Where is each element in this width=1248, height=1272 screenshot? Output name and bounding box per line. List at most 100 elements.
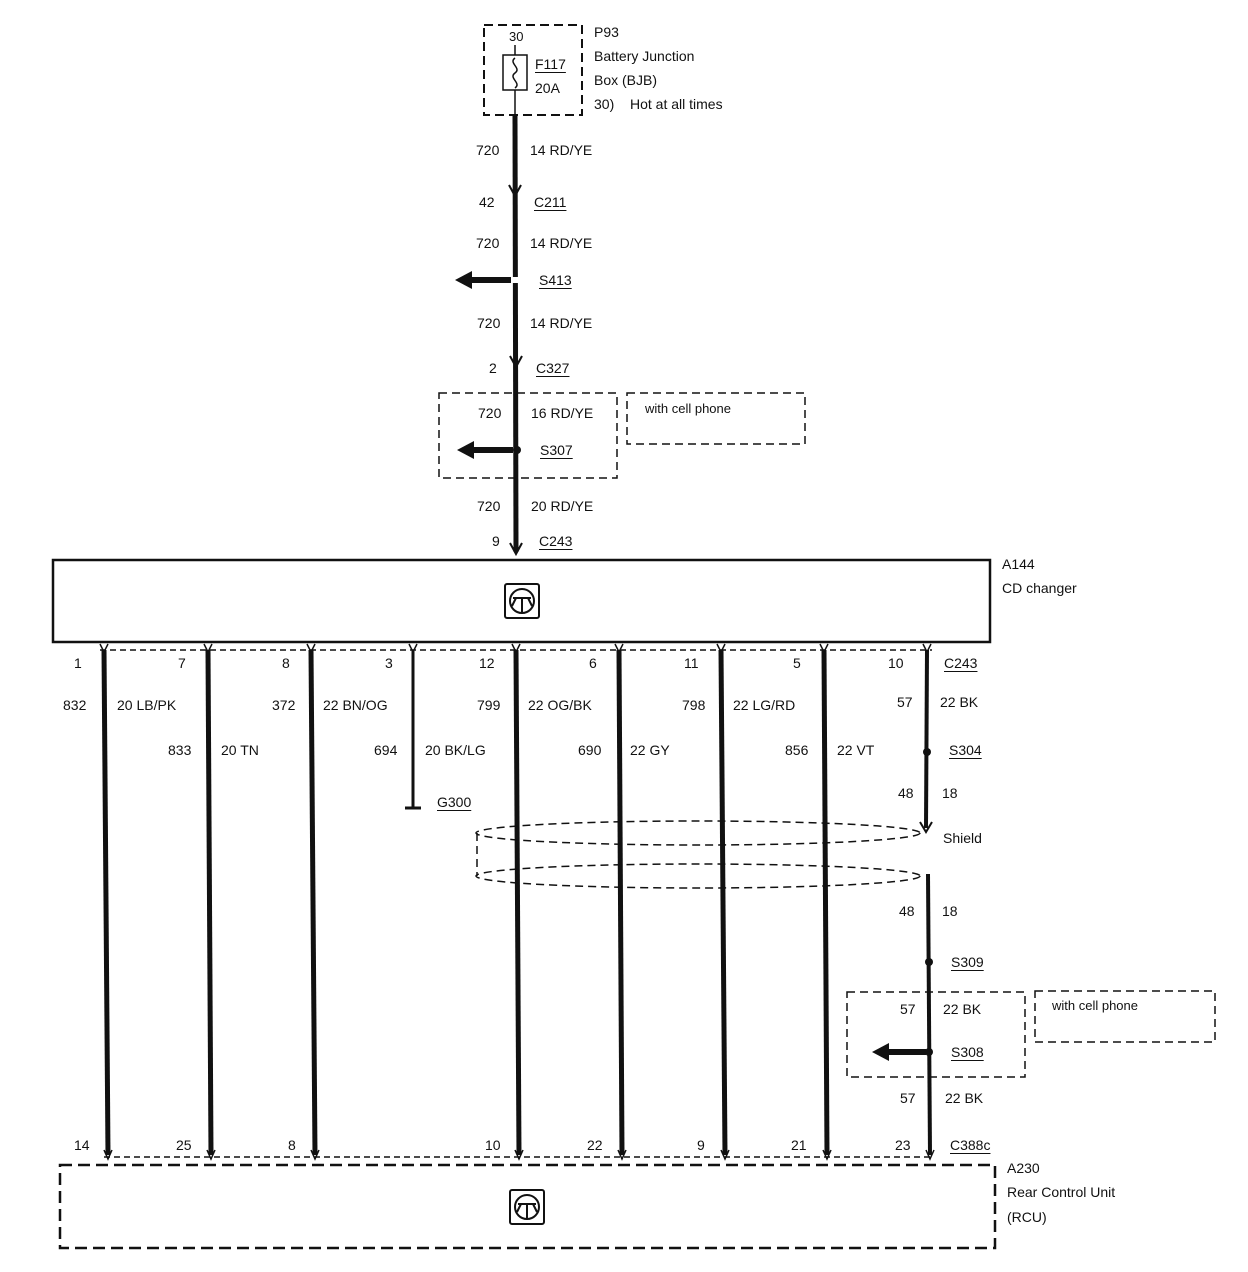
splice-s304-dot xyxy=(923,748,931,756)
connector-c388c-label: C388c xyxy=(950,1137,991,1153)
connector-c388c-pin-marks xyxy=(103,1149,935,1161)
ground-g300-label: G300 xyxy=(437,794,472,810)
wire-48-drain xyxy=(926,873,932,1156)
splice-s308-branch-arrow xyxy=(872,1043,926,1061)
battery-junction-box-outline xyxy=(483,24,583,116)
c243-pin: 12 xyxy=(479,655,495,671)
cell-phone-option-box-s308 xyxy=(846,991,1026,1078)
fuse-pin-label: 30 xyxy=(509,29,524,44)
feed-seg5-circuit: 720 xyxy=(477,498,501,514)
rcu-branch-seg1-circuit: 57 xyxy=(900,1001,916,1017)
splice-s413-branch-arrow xyxy=(455,271,521,289)
connector-c243-top-label: C243 xyxy=(539,533,573,549)
wire-circuit-label: 694 xyxy=(374,742,398,758)
wire-circuit-label: 799 xyxy=(477,697,501,713)
wire-832 xyxy=(101,649,111,1156)
shield-entry-arrow xyxy=(919,821,933,834)
shield-bottom-circuit: 48 xyxy=(899,903,915,919)
wire-circuit-label: 833 xyxy=(168,742,192,758)
c243-pin: 7 xyxy=(178,655,186,671)
wire-circuit-label: 57 xyxy=(897,694,913,710)
rcu-branch-seg2-circuit: 57 xyxy=(900,1090,916,1106)
wire-856 xyxy=(821,649,830,1156)
fuse-id-label: F117 xyxy=(535,56,566,72)
wire-gauge-color-label: 22 OG/BK xyxy=(528,697,592,713)
rcu-branch-seg1-wire: 22 BK xyxy=(943,1001,982,1017)
wire-799 xyxy=(513,649,522,1156)
feed-seg1-circuit: 720 xyxy=(476,142,500,158)
wire-circuit-label: 832 xyxy=(63,697,87,713)
wire-gauge-color-label: 20 LB/PK xyxy=(117,697,177,713)
c388c-pin: 23 xyxy=(895,1137,911,1153)
c388c-pin: 22 xyxy=(587,1137,603,1153)
wire-833 xyxy=(205,649,214,1156)
connector-c243-top-pin: 9 xyxy=(492,533,500,549)
module-icon xyxy=(509,1189,545,1225)
c243-pin: 10 xyxy=(888,655,904,671)
rcu-name-line2: (RCU) xyxy=(1007,1209,1047,1225)
wire-circuit-label: 798 xyxy=(682,697,706,713)
cell-phone-note-top: with cell phone xyxy=(645,401,731,416)
connector-c211-arrow xyxy=(508,184,522,199)
cell-phone-note-bottom: with cell phone xyxy=(1052,998,1138,1013)
cell-phone-note-box-top xyxy=(626,392,806,445)
wire-690 xyxy=(616,649,625,1156)
feed-wire xyxy=(512,114,519,553)
wire-gauge-color-label: 20 BK/LG xyxy=(425,742,486,758)
connector-c327-arrow xyxy=(509,355,523,370)
connector-c327-pin: 2 xyxy=(489,360,497,376)
wire-circuit-label: 372 xyxy=(272,697,296,713)
shield-top-wire: 18 xyxy=(942,785,958,801)
bjb-note: Hot at all times xyxy=(630,96,723,112)
splice-s413-label: S413 xyxy=(539,272,572,288)
wire-gauge-color-label: 22 BK xyxy=(940,694,979,710)
bjb-name-line2: Box (BJB) xyxy=(594,72,658,88)
splice-s304-label: S304 xyxy=(949,742,982,758)
module-icon xyxy=(504,583,540,619)
wire-gauge-color-label: 22 LG/RD xyxy=(733,697,796,713)
feed-seg2-circuit: 720 xyxy=(476,235,500,251)
wire-circuit-label: 690 xyxy=(578,742,602,758)
feed-seg5-wire: 20 RD/YE xyxy=(531,498,594,514)
feed-seg4-circuit: 720 xyxy=(478,405,502,421)
connector-c243-bottom-label: C243 xyxy=(944,655,978,671)
feed-seg2-wire: 14 RD/YE xyxy=(530,235,593,251)
c388c-pin: 10 xyxy=(485,1137,501,1153)
splice-s308-dot xyxy=(925,1048,933,1056)
c243-pin: 3 xyxy=(385,655,393,671)
rcu-id: A230 xyxy=(1007,1160,1040,1176)
wire-57-upper xyxy=(924,649,929,829)
feed-seg4-wire: 16 RD/YE xyxy=(531,405,594,421)
connector-c327-label: C327 xyxy=(536,360,570,376)
cd-changer-id: A144 xyxy=(1002,556,1035,572)
c388c-pin: 9 xyxy=(697,1137,705,1153)
wire-gauge-color-label: 22 VT xyxy=(837,742,875,758)
wire-gauge-color-label: 22 GY xyxy=(630,742,670,758)
shield-icon xyxy=(475,820,921,889)
connector-c211-label: C211 xyxy=(534,194,567,210)
rear-control-unit-box xyxy=(58,1163,997,1250)
splice-s307-branch-arrow xyxy=(457,441,513,459)
bjb-id-label: P93 xyxy=(594,24,619,40)
bjb-note-ref: 30) xyxy=(594,96,615,112)
wire-circuit-label: 856 xyxy=(785,742,809,758)
splice-s309-dot xyxy=(925,958,933,966)
wire-372 xyxy=(308,649,318,1156)
cd-changer-name: CD changer xyxy=(1002,580,1077,596)
wire-798 xyxy=(718,649,728,1156)
feed-seg3-circuit: 720 xyxy=(477,315,501,331)
rcu-name-line1: Rear Control Unit xyxy=(1007,1184,1116,1200)
shield-top-circuit: 48 xyxy=(898,785,914,801)
c243-pin: 6 xyxy=(589,655,597,671)
wire-gauge-color-label: 20 TN xyxy=(221,742,259,758)
splice-s307-dot xyxy=(513,446,521,454)
feed-seg1-wire: 14 RD/YE xyxy=(530,142,593,158)
c388c-pin: 14 xyxy=(74,1137,90,1153)
c243-pin: 8 xyxy=(282,655,290,671)
fuse-icon xyxy=(502,45,528,115)
bjb-name-line1: Battery Junction xyxy=(594,48,695,64)
wire-gauge-color-label: 22 BN/OG xyxy=(323,697,388,713)
fuse-rating-label: 20A xyxy=(535,80,560,96)
